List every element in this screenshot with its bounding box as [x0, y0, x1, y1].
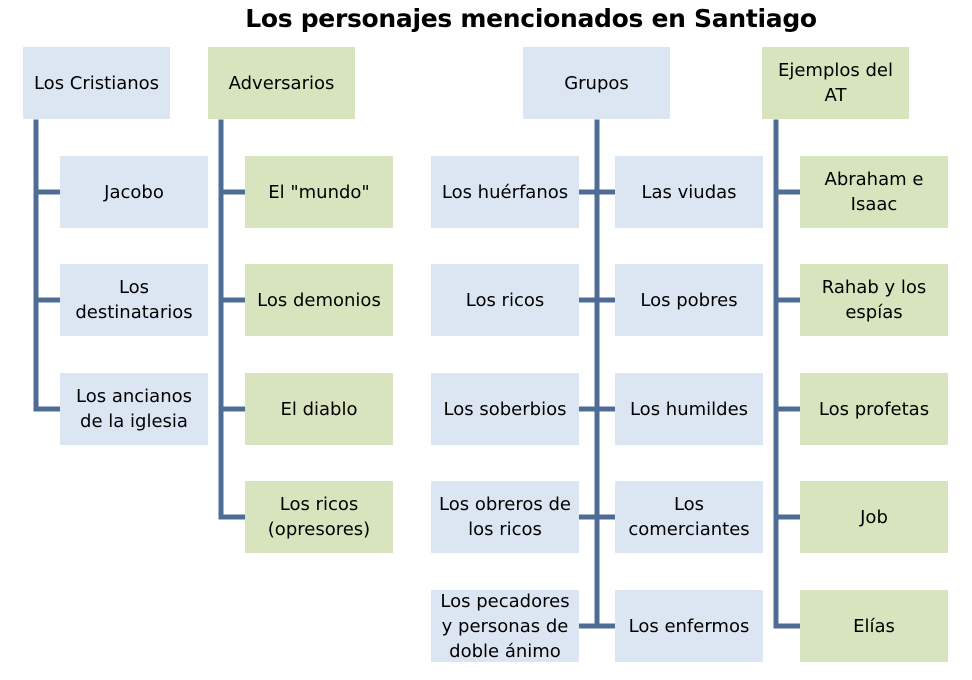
grupos-item-humildes: Los humildes — [615, 373, 763, 445]
diagram-title: Los personajes mencionados en Santiago — [245, 4, 817, 33]
header-grupos: Grupos — [523, 47, 670, 119]
grupos-item-obreros: Los obreros de los ricos — [431, 481, 579, 553]
cristianos-item-ancianos: Los ancianos de la iglesia — [60, 373, 208, 445]
grupos-item-comerciantes: Los comerciantes — [615, 481, 763, 553]
header-cristianos: Los Cristianos — [23, 47, 170, 119]
ejemplos-item-job: Job — [800, 481, 948, 553]
grupos-item-ricos: Los ricos — [431, 264, 579, 336]
grupos-item-huerfanos: Los huérfanos — [431, 156, 579, 228]
ejemplos-item-profetas: Los profetas — [800, 373, 948, 445]
ejemplos-item-abraham: Abraham e Isaac — [800, 156, 948, 228]
header-adversarios: Adversarios — [208, 47, 355, 119]
grupos-item-soberbios: Los soberbios — [431, 373, 579, 445]
adversarios-item-diablo: El diablo — [245, 373, 393, 445]
adversarios-item-demonios: Los demonios — [245, 264, 393, 336]
grupos-item-pecadores: Los pecadores y personas de doble ánimo — [431, 590, 579, 662]
header-ejemplos: Ejemplos del AT — [762, 47, 909, 119]
adversarios-item-mundo: El "mundo" — [245, 156, 393, 228]
grupos-item-enfermos: Los enfermos — [615, 590, 763, 662]
grupos-item-viudas: Las viudas — [615, 156, 763, 228]
grupos-item-pobres: Los pobres — [615, 264, 763, 336]
ejemplos-item-rahab: Rahab y los espías — [800, 264, 948, 336]
cristianos-item-jacobo: Jacobo — [60, 156, 208, 228]
ejemplos-item-elias: Elías — [800, 590, 948, 662]
cristianos-item-destinatarios: Los destinatarios — [60, 264, 208, 336]
adversarios-item-ricos: Los ricos (opresores) — [245, 481, 393, 553]
